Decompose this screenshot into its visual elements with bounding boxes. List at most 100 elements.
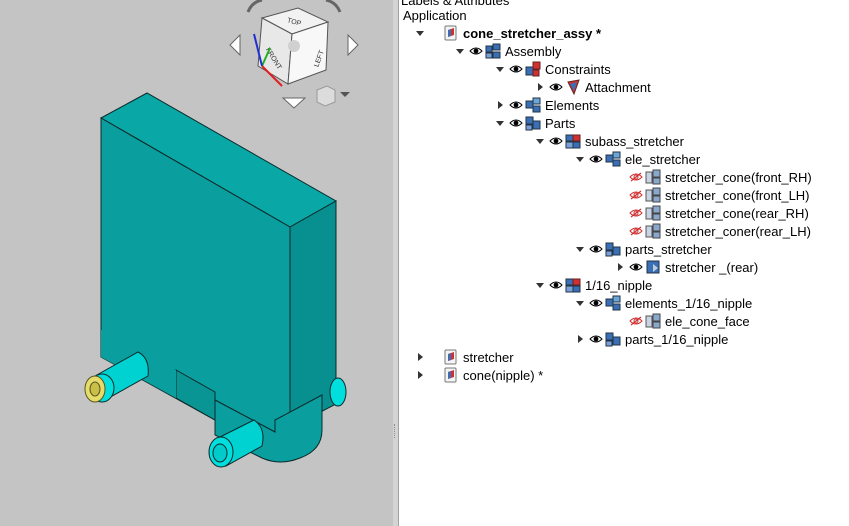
cube-face-top-label: TOP bbox=[286, 17, 302, 28]
tree-node-row[interactable]: cone_stretcher_assy * bbox=[399, 24, 849, 42]
panel-splitter[interactable] bbox=[393, 0, 398, 526]
eye-visible-icon[interactable] bbox=[589, 298, 603, 308]
view-rotate-right-arrow[interactable] bbox=[347, 33, 359, 57]
eye-visible-icon[interactable] bbox=[629, 262, 643, 272]
tree-node-row[interactable]: stretcher_coner(rear_LH) bbox=[399, 222, 849, 240]
part-icon bbox=[646, 260, 660, 274]
splitter-grip[interactable] bbox=[394, 424, 397, 438]
tree-node-label: elements_1/16_nipple bbox=[625, 295, 753, 311]
tree-node-label: Assembly bbox=[505, 43, 562, 59]
tree-node-row[interactable]: stretcher_cone(front_LH) bbox=[399, 186, 849, 204]
tree-node-content: Attachment bbox=[549, 78, 651, 96]
tree-node-row[interactable]: Elements bbox=[399, 96, 849, 114]
tree-node-row[interactable]: subass_stretcher bbox=[399, 132, 849, 150]
parts-icon bbox=[605, 332, 621, 347]
view-cube[interactable]: TOP FRONT LEFT bbox=[229, 0, 359, 109]
tree-node-row[interactable]: ele_cone_face bbox=[399, 312, 849, 330]
eye-visible-icon[interactable] bbox=[589, 334, 603, 344]
collapse-arrow-icon[interactable] bbox=[575, 298, 585, 308]
tree-node-label: Constraints bbox=[545, 61, 611, 77]
tree-node-content: subass_stretcher bbox=[549, 132, 684, 150]
tree-node-row[interactable]: stretcher bbox=[399, 348, 849, 366]
eye-visible-icon[interactable] bbox=[589, 244, 603, 254]
view-orbit-left-icon[interactable] bbox=[246, 0, 263, 13]
tree-root[interactable]: Application bbox=[403, 6, 467, 24]
collapse-arrow-icon[interactable] bbox=[415, 28, 425, 38]
expand-arrow-icon[interactable] bbox=[415, 370, 425, 380]
eye-visible-icon[interactable] bbox=[589, 154, 603, 164]
tree-node-row[interactable]: Parts bbox=[399, 114, 849, 132]
eye-visible-icon[interactable] bbox=[509, 118, 523, 128]
labels-attributes-panel[interactable]: Labels & Attributes Application cone_str… bbox=[398, 0, 849, 526]
eye-visible-icon[interactable] bbox=[469, 46, 483, 56]
tree-node-label: stretcher _(rear) bbox=[665, 259, 759, 275]
parts-icon bbox=[525, 116, 541, 131]
tree-node-row[interactable]: elements_1/16_nipple bbox=[399, 294, 849, 312]
eye-visible-icon[interactable] bbox=[549, 136, 563, 146]
tree-node-row[interactable]: parts_stretcher bbox=[399, 240, 849, 258]
tree-node-row[interactable]: Attachment bbox=[399, 78, 849, 96]
element-item-icon bbox=[645, 187, 661, 203]
doc-icon bbox=[444, 367, 457, 383]
tree-node-content: stretcher_cone(front_LH) bbox=[629, 186, 810, 204]
collapse-arrow-icon[interactable] bbox=[575, 244, 585, 254]
cube-corner-highlight bbox=[288, 40, 300, 52]
mini-cube-icon[interactable] bbox=[316, 85, 336, 107]
expand-arrow-icon[interactable] bbox=[495, 100, 505, 110]
tree-node-row[interactable]: Assembly bbox=[399, 42, 849, 60]
block-side-face[interactable] bbox=[289, 200, 337, 429]
eye-visible-icon[interactable] bbox=[549, 280, 563, 290]
collapse-arrow-icon[interactable] bbox=[535, 136, 545, 146]
tree-node-row[interactable]: stretcher_cone(rear_RH) bbox=[399, 204, 849, 222]
eye-visible-icon[interactable] bbox=[509, 64, 523, 74]
subassembly-icon bbox=[565, 278, 581, 293]
model-canvas[interactable]: TOP FRONT LEFT bbox=[0, 0, 393, 526]
tree-node-row[interactable]: ele_stretcher bbox=[399, 150, 849, 168]
view-rotate-down-arrow[interactable] bbox=[281, 97, 307, 109]
expand-arrow-icon[interactable] bbox=[575, 334, 585, 344]
collapse-arrow-icon[interactable] bbox=[535, 280, 545, 290]
eye-hidden-icon[interactable] bbox=[629, 190, 643, 200]
tree-node-row[interactable]: stretcher _(rear) bbox=[399, 258, 849, 276]
axis-x-red bbox=[261, 65, 283, 87]
tree-node-row[interactable]: cone(nipple) * bbox=[399, 366, 849, 384]
eye-hidden-icon[interactable] bbox=[629, 172, 643, 182]
element-item-icon bbox=[645, 169, 661, 185]
expand-arrow-icon[interactable] bbox=[615, 262, 625, 272]
collapse-arrow-icon[interactable] bbox=[575, 154, 585, 164]
tree-node-content: Parts bbox=[509, 114, 575, 132]
tree-node-content: parts_1/16_nipple bbox=[589, 330, 728, 348]
eye-hidden-icon[interactable] bbox=[629, 226, 643, 236]
eye-visible-icon[interactable] bbox=[509, 100, 523, 110]
tree-node-content: Assembly bbox=[469, 42, 561, 60]
tree-node-row[interactable]: Constraints bbox=[399, 60, 849, 78]
tree-node-content: elements_1/16_nipple bbox=[589, 294, 752, 312]
view-orbit-right-icon[interactable] bbox=[325, 0, 342, 13]
3d-viewport[interactable]: TOP FRONT LEFT bbox=[0, 0, 393, 526]
collapse-arrow-icon[interactable] bbox=[495, 64, 505, 74]
tree-node-content: stretcher_cone(rear_RH) bbox=[629, 204, 809, 222]
expand-arrow-icon[interactable] bbox=[535, 82, 545, 92]
eye-visible-icon[interactable] bbox=[549, 82, 563, 92]
eye-hidden-icon[interactable] bbox=[629, 316, 643, 326]
expand-arrow-icon[interactable] bbox=[415, 352, 425, 362]
tree-node-row[interactable]: stretcher_cone(front_RH) bbox=[399, 168, 849, 186]
view-menu-chevron-down-icon[interactable] bbox=[340, 92, 350, 97]
tree-node-content: ele_cone_face bbox=[629, 312, 750, 330]
tree-node-label: cone_stretcher_assy * bbox=[463, 25, 602, 41]
cube-face-left[interactable] bbox=[287, 21, 329, 85]
axis-z-blue bbox=[253, 33, 263, 67]
tree-node-row[interactable]: 1/16_nipple bbox=[399, 276, 849, 294]
nipple-bottom-bore bbox=[212, 443, 228, 463]
view-rotate-left-arrow[interactable] bbox=[229, 33, 241, 57]
collapse-arrow-icon[interactable] bbox=[495, 118, 505, 128]
tree-node-label: ele_cone_face bbox=[665, 313, 750, 329]
tree-node-label: Attachment bbox=[585, 79, 651, 95]
tree-node-content: stretcher_coner(rear_LH) bbox=[629, 222, 811, 240]
tree-node-content: ele_stretcher bbox=[589, 150, 700, 168]
nipple-left-bore bbox=[89, 381, 101, 397]
tree-node-row[interactable]: parts_1/16_nipple bbox=[399, 330, 849, 348]
collapse-arrow-icon[interactable] bbox=[455, 46, 465, 56]
attachment-icon bbox=[567, 79, 580, 95]
eye-hidden-icon[interactable] bbox=[629, 208, 643, 218]
